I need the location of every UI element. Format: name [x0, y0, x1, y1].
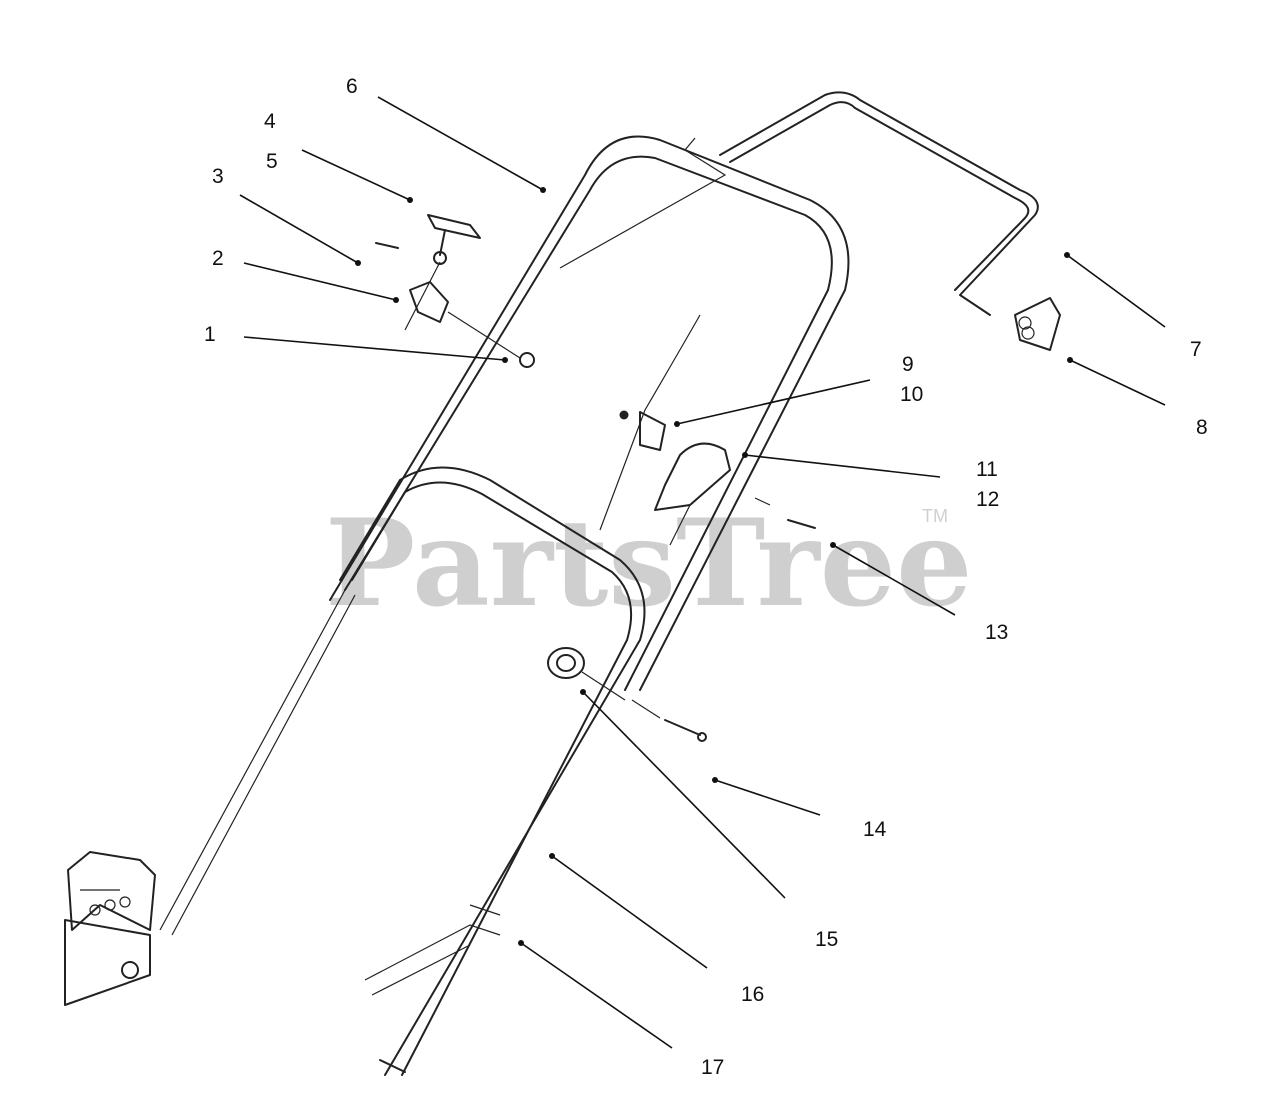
rope-guide-assembly: [375, 214, 535, 368]
upper-handle: [329, 135, 850, 691]
callout-11: 11: [976, 458, 998, 481]
cable-assembly: [599, 314, 816, 546]
callout-13: 13: [985, 621, 1008, 644]
callout-1: 1: [204, 323, 216, 346]
callout-labels: 1 2 3 4 5 6 7 8 9 10 11 12 13 14 15 16 1…: [204, 75, 1208, 1079]
callout-10: 10: [900, 383, 923, 406]
handle-end: [379, 904, 501, 1073]
callout-14: 14: [863, 818, 887, 841]
leader-lines: [239, 96, 1166, 1049]
callout-2: 2: [212, 247, 224, 270]
callout-7: 7: [1190, 338, 1202, 361]
callout-3: 3: [212, 165, 224, 188]
watermark: PartsTree TM: [325, 493, 972, 634]
deck-bracket: [64, 851, 156, 1006]
callout-15: 15: [815, 928, 838, 951]
callout-5: 5: [266, 150, 278, 173]
callout-17: 17: [701, 1056, 724, 1079]
control-bail: [719, 91, 1039, 316]
watermark-trademark: TM: [922, 506, 948, 526]
bail-bracket: [1014, 297, 1061, 351]
callout-16: 16: [741, 983, 764, 1006]
callout-4: 4: [264, 110, 276, 133]
watermark-brand: PartsTree: [325, 493, 972, 634]
callout-9: 9: [902, 353, 914, 376]
lower-handle: [159, 466, 646, 1076]
callout-12: 12: [976, 488, 999, 511]
callout-6: 6: [346, 75, 358, 98]
callout-8: 8: [1196, 416, 1208, 439]
handle-knob-assembly: [547, 647, 707, 742]
